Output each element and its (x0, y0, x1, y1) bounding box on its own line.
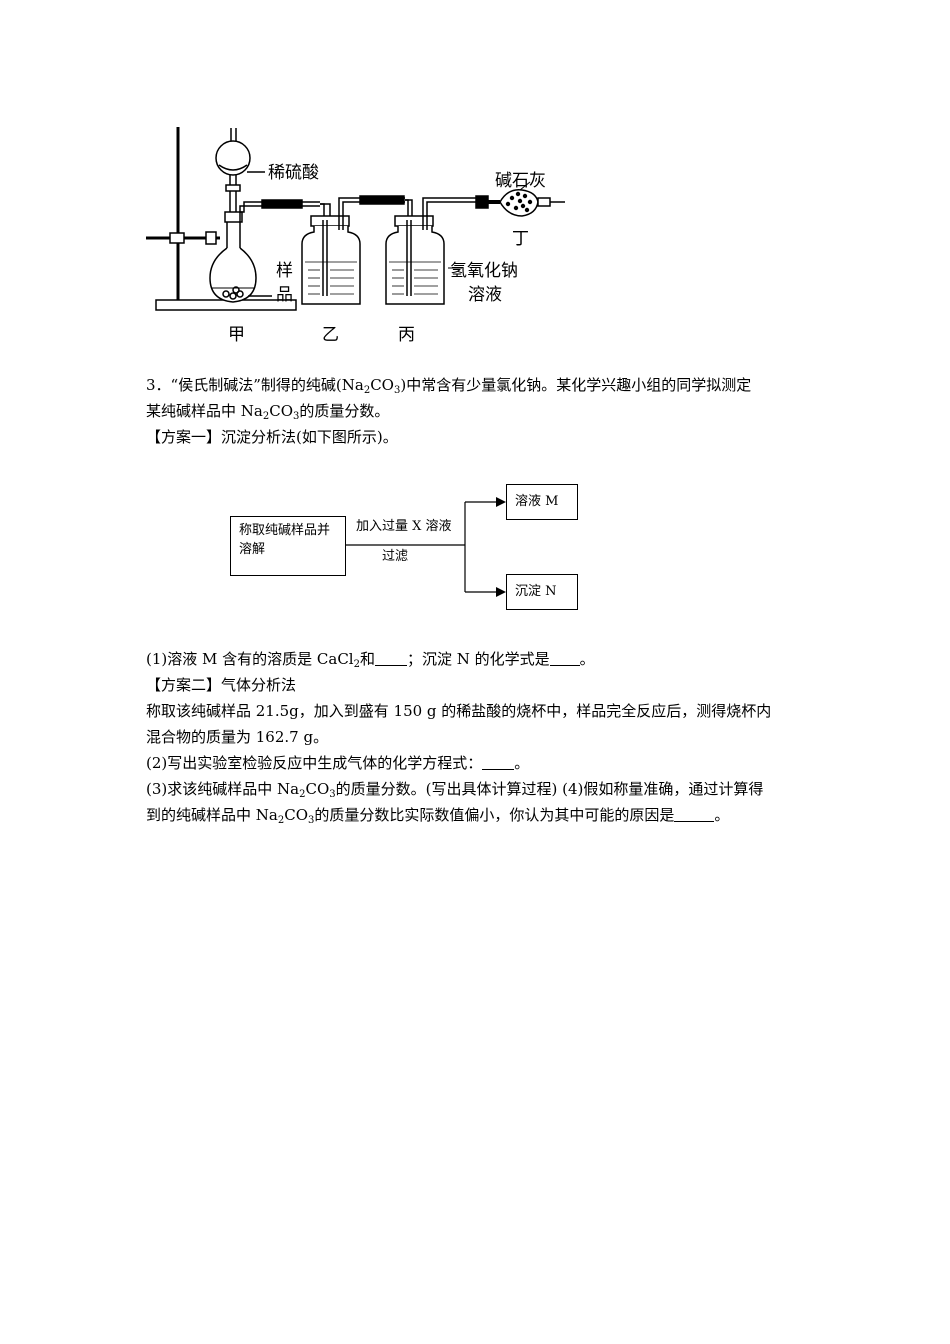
label-sample-1: 样 (276, 261, 293, 281)
label-yi: 乙 (322, 325, 339, 345)
flow-box-precipitate-n: 沉淀 N (506, 574, 578, 610)
plan2-line-1: 称取该纯碱样品 21.5g，加入到盛有 150 g 的稀盐酸的烧杯中，样品完全反… (146, 702, 772, 720)
arrow-head-top (496, 497, 506, 507)
plan1-title: 【方案一】沉淀分析法(如下图所示)。 (146, 428, 398, 446)
plan2-line-2: 混合物的质量为 162.7 g。 (146, 728, 329, 746)
arrow-head-bottom (496, 587, 506, 597)
question-intro: 3．“侯氏制碱法”制得的纯碱(Na2CO3)中常含有少量氯化钠。某化学兴趣小组的… (146, 372, 816, 450)
flowchart: 称取纯碱样品并溶解 加入过量 X 溶液 过滤 溶液 M 沉淀 N (228, 482, 588, 614)
flow-label-filter: 过滤 (382, 549, 409, 564)
question-body: (1)溶液 M 含有的溶质是 CaCl2和；沉淀 N 的化学式是。 【方案二】气… (146, 646, 816, 828)
label-jia: 甲 (228, 325, 245, 345)
answer-blank-3[interactable] (482, 753, 515, 770)
intro-line-2: 某纯碱样品中 Na2CO3的质量分数。 (146, 402, 390, 422)
apparatus-figure: 稀硫酸 碱石灰 丁 样 品 氢氧化钠 溶液 甲 乙 丙 (146, 127, 565, 345)
answer-blank-4[interactable] (674, 805, 715, 822)
flow-box-start: 称取纯碱样品并溶解 (230, 516, 346, 576)
separatory-funnel (215, 140, 251, 176)
intro-line-1: 3．“侯氏制碱法”制得的纯碱(Na2CO3)中常含有少量氯化钠。某化学兴趣小组的… (146, 376, 752, 396)
label-lime: 碱石灰 (495, 171, 546, 191)
q3-line: (3)求该纯碱样品中 Na2CO3的质量分数。(写出具体计算过程) (4)假如称… (146, 780, 764, 800)
label-naoh-1: 氢氧化钠 (450, 261, 518, 281)
answer-blank-1[interactable] (375, 649, 407, 666)
round-flask (209, 247, 257, 303)
plan2-title: 【方案二】气体分析法 (146, 676, 297, 694)
label-sample-2: 品 (276, 285, 293, 305)
bottle-bing (385, 226, 445, 305)
flow-label-add-x: 加入过量 X 溶液 (356, 519, 452, 534)
q4-line: 到的纯碱样品中 Na2CO3的质量分数比实际数值偏小，你认为其中可能的原因是。 (146, 805, 730, 826)
q1-line: (1)溶液 M 含有的溶质是 CaCl2和；沉淀 N 的化学式是。 (146, 649, 595, 670)
flow-box-solution-m: 溶液 M (506, 484, 578, 520)
label-bing: 丙 (398, 325, 415, 345)
answer-blank-2[interactable] (549, 649, 580, 666)
q2-line: (2)写出实验室检验反应中生成气体的化学方程式：。 (146, 753, 530, 772)
label-naoh-2: 溶液 (468, 285, 502, 305)
flow-arrows (346, 497, 506, 597)
bottle-yi (301, 226, 361, 305)
label-ding: 丁 (512, 229, 529, 249)
label-acid: 稀硫酸 (268, 163, 319, 183)
